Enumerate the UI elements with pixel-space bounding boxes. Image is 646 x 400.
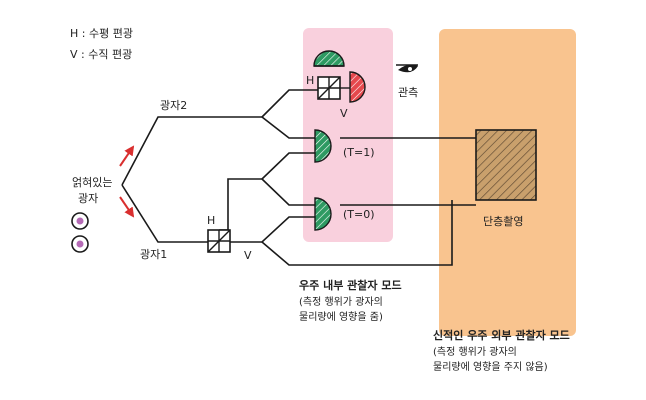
emission-arrow-up (119, 145, 135, 167)
lower-splitter-v-label: V (244, 249, 252, 262)
detector-t1 (314, 129, 332, 163)
upper-polarizing-beam-splitter (300, 76, 341, 100)
h-detector-upper (313, 50, 345, 67)
internal-mode-desc2: 물리량에 영향을 줌) (299, 311, 383, 323)
external-mode-title: 신적인 우주 외부 관찰자 모드 (433, 328, 570, 342)
detector-t1-label: (T=1) (343, 146, 375, 159)
external-mode-desc2: 물리량에 영향을 주지 않음) (433, 361, 548, 373)
source-label-line2: 광자 (78, 192, 98, 205)
external-mode-desc1: (측정 행위가 광자의 (433, 345, 517, 358)
v-detector-red (340, 71, 366, 103)
photon-paths (121, 89, 476, 266)
lower-polarizing-beam-splitter (207, 229, 231, 253)
emission-arrow-down (119, 196, 135, 218)
legend-v: V : 수직 편광 (70, 48, 132, 61)
legend-h: H : 수평 편광 (70, 27, 133, 40)
internal-mode-desc1: (측정 행위가 광자의 (299, 295, 383, 308)
observer-label: 관측 (398, 86, 418, 99)
photon1-label: 광자1 (140, 248, 167, 261)
internal-mode-title: 우주 내부 관찰자 모드 (299, 278, 402, 292)
detector-t0-label: (T=0) (343, 208, 375, 221)
source-label-line1: 얽혀있는 (72, 175, 112, 189)
upper-splitter-v-label: V (340, 107, 348, 120)
detector-t0 (314, 197, 332, 231)
observer-eye (396, 64, 418, 73)
entangled-photon-pair (71, 212, 89, 253)
tomography-camera (475, 129, 537, 201)
lower-splitter-h-label: H (207, 214, 215, 227)
photon2-label: 광자2 (160, 99, 187, 112)
tomography-label: 단층촬영 (483, 215, 523, 228)
upper-splitter-h-label: H (306, 74, 314, 87)
